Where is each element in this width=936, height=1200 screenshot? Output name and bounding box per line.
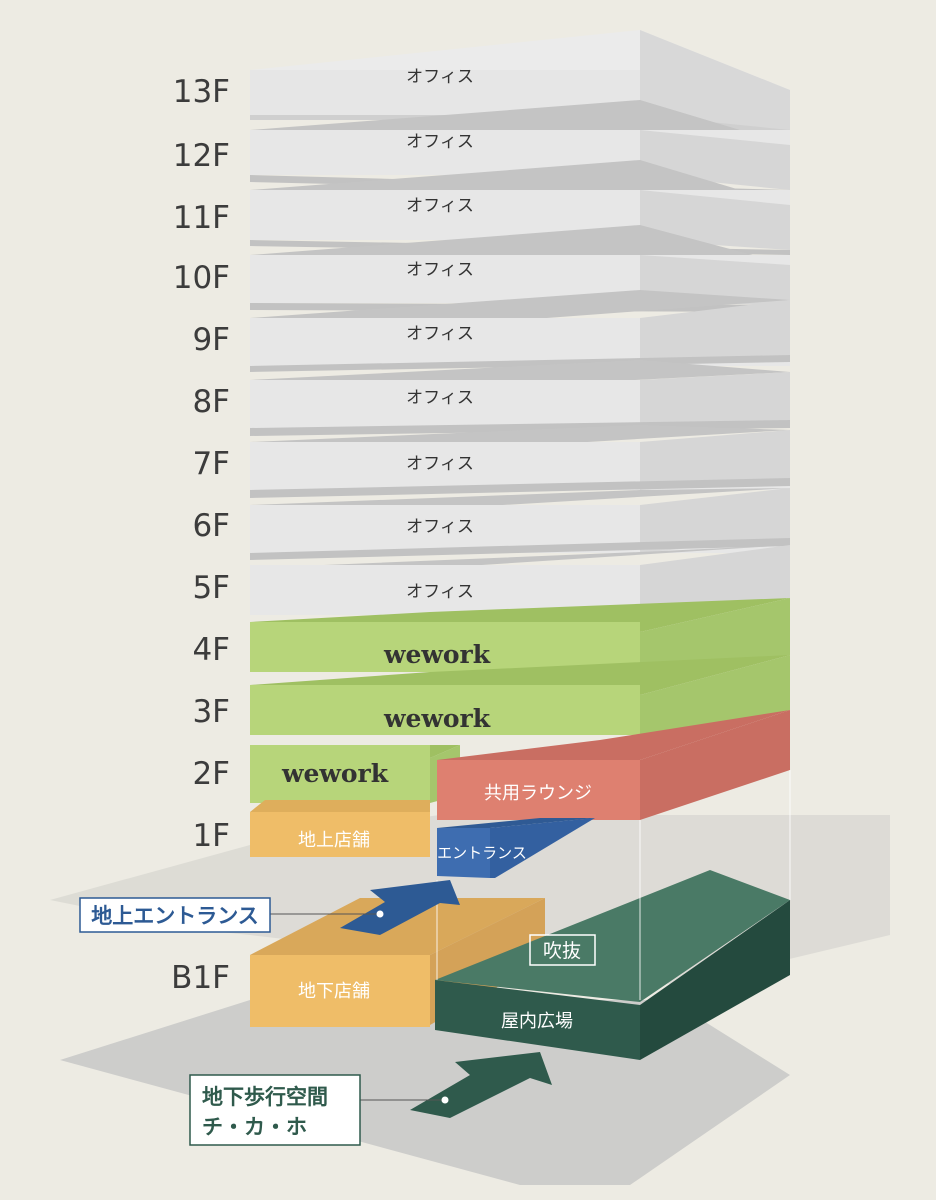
entrance-label: エントランス xyxy=(437,844,527,862)
underground-callout-box xyxy=(189,1074,361,1146)
lounge-label: 共用ラウンジ xyxy=(484,783,592,804)
ground-entrance-dot xyxy=(376,910,384,918)
shared-lounge xyxy=(437,710,790,820)
floor-label-8f: 8F xyxy=(192,384,230,420)
void-label-box xyxy=(529,934,596,966)
floor-label-b1f: B1F xyxy=(171,960,230,996)
floor-9f xyxy=(250,290,790,372)
wework-label-4f: wework xyxy=(383,640,491,669)
entrance-block xyxy=(437,818,595,878)
underground-dot xyxy=(441,1096,449,1104)
floor-6f xyxy=(250,488,790,560)
floor-label-12f: 12F xyxy=(173,138,230,174)
office-label-9f: オフィス xyxy=(406,324,474,344)
basement-shops-label: 地下店舗 xyxy=(298,981,370,1002)
ground-shops-label: 地上店舗 xyxy=(298,830,370,851)
floor-label-1f: 1F xyxy=(192,818,230,854)
floor-label-5f: 5F xyxy=(192,570,230,606)
floor-7f xyxy=(250,425,790,498)
floor-label-11f: 11F xyxy=(173,200,230,236)
floor-8f xyxy=(250,360,790,436)
floor-label-9f: 9F xyxy=(192,322,230,358)
floor-label-7f: 7F xyxy=(192,446,230,482)
wework-label-2f: wework xyxy=(281,759,389,788)
wework-label-3f: wework xyxy=(383,704,491,733)
floor-label-3f: 3F xyxy=(192,694,230,730)
office-label-8f: オフィス xyxy=(406,388,474,408)
office-label-11f: オフィス xyxy=(406,196,474,216)
office-label-5f: オフィス xyxy=(406,582,474,602)
indoor-plaza-block xyxy=(435,870,790,1060)
floor-labels: 13F 12F 11F 10F 9F 8F 7F 6F 5F 4F 3F 2F … xyxy=(171,74,230,996)
ground-entrance-callout-box xyxy=(79,897,271,933)
office-label-10f: オフィス xyxy=(406,260,474,280)
floor-label-10f: 10F xyxy=(173,260,230,296)
floor-label-13f: 13F xyxy=(173,74,230,110)
ground-shops-block xyxy=(250,800,430,857)
office-label-7f: オフィス xyxy=(406,454,474,474)
office-label-6f: オフィス xyxy=(406,517,474,537)
ground-entrance-arrow xyxy=(340,880,460,935)
underground-callout-line2: チ・カ・ホ xyxy=(202,1115,307,1139)
office-labels: オフィス オフィス オフィス オフィス オフィス オフィス オフィス オフィス … xyxy=(406,67,474,602)
indoor-plaza-label: 屋内広場 xyxy=(501,1011,573,1032)
floor-label-6f: 6F xyxy=(192,508,230,544)
office-floors xyxy=(250,30,790,615)
wework-labels: wework wework wework xyxy=(281,640,491,788)
void-label: 吹抜 xyxy=(543,940,581,962)
office-label-12f: オフィス xyxy=(406,132,474,152)
office-label-13f: オフィス xyxy=(406,67,474,87)
ground-entrance-callout: 地上エントランス xyxy=(91,904,259,928)
floor-label-4f: 4F xyxy=(192,632,230,668)
floor-label-2f: 2F xyxy=(192,756,230,792)
underground-callout-line1: 地下歩行空間 xyxy=(202,1085,328,1109)
